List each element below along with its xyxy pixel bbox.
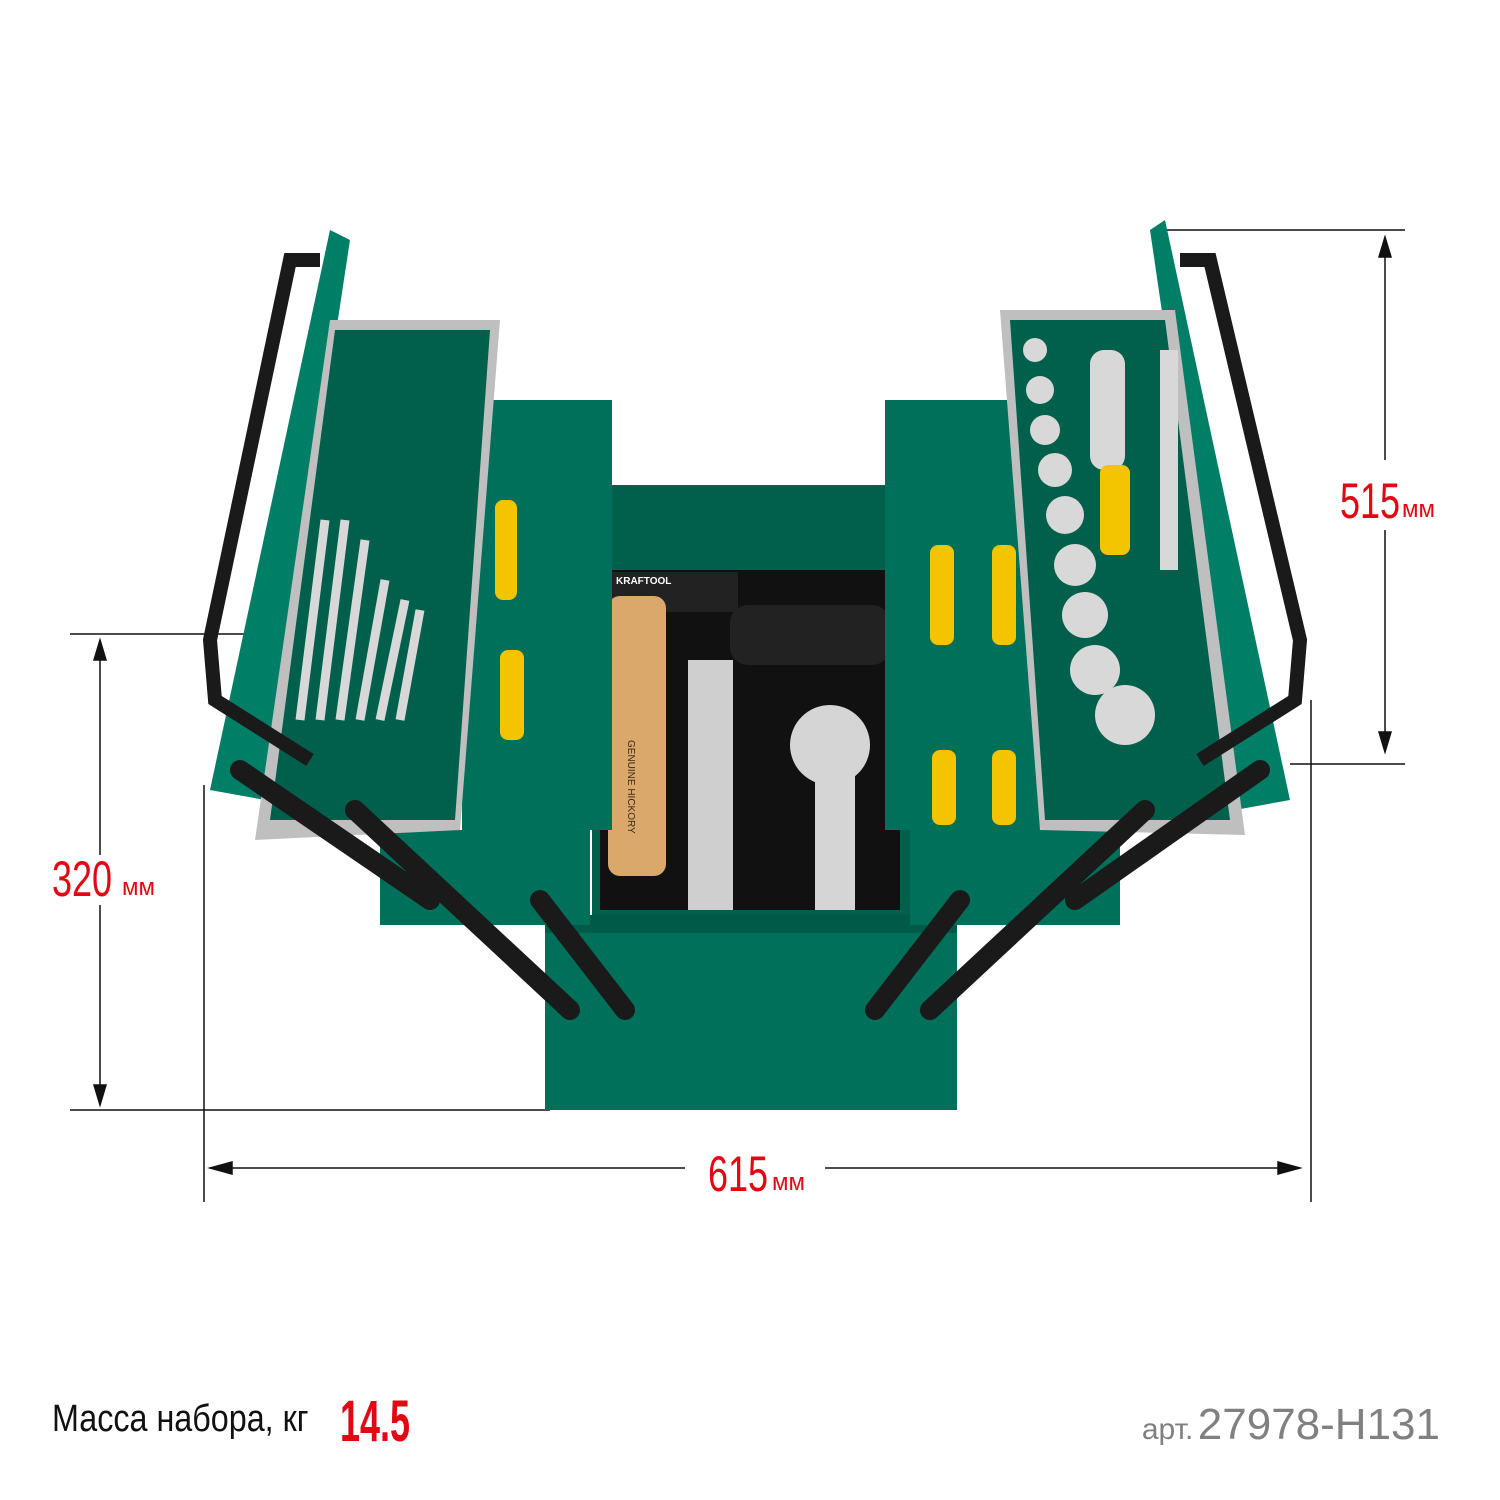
dimension-width-open: 615 мм	[708, 1145, 805, 1203]
dimension-height-open: 515 мм	[1340, 472, 1435, 530]
dimension-unit: мм	[122, 874, 155, 901]
dimension-unit: мм	[1402, 496, 1435, 523]
article-prefix: арт.	[1141, 1413, 1194, 1446]
dimension-height-closed: 320 мм	[52, 850, 155, 908]
mass-info: Масса набора, кг 14.5	[52, 1389, 410, 1454]
hammer-handle-text: GENUINE HICKORY	[625, 740, 636, 834]
dimension-value: 615	[708, 1146, 769, 1202]
mass-value: 14.5	[340, 1389, 410, 1454]
toolbox-body: KRAFTOOL GENUINE HICKORY	[202, 220, 1308, 1110]
hammer-brand-mark: KRAFTOOL	[616, 576, 671, 587]
article-info: арт. 27978-H131	[1142, 1400, 1440, 1450]
dimension-value: 320	[52, 851, 113, 907]
dimension-unit: мм	[772, 1169, 805, 1196]
mass-label: Масса набора, кг	[52, 1398, 309, 1440]
article-code: 27978-H131	[1197, 1400, 1440, 1449]
hammer-handle	[608, 596, 666, 876]
dimension-lines	[70, 229, 1405, 1202]
dimension-value: 515	[1340, 473, 1401, 529]
